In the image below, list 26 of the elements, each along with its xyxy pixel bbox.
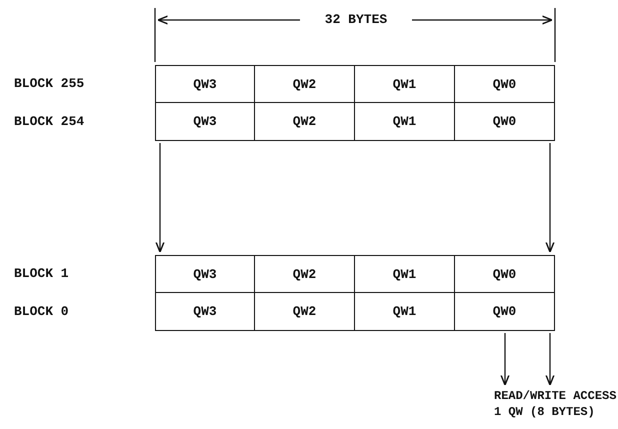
- table-cell: QW0: [455, 103, 555, 141]
- row-label: BLOCK 254: [14, 114, 84, 129]
- arrow: [545, 333, 555, 386]
- arrow: [545, 143, 555, 253]
- row-label: BLOCK 0: [14, 304, 69, 319]
- table-cell: QW1: [355, 65, 455, 103]
- table-cell: QW1: [355, 293, 455, 331]
- table-cell: QW0: [455, 255, 555, 293]
- arrow: [155, 143, 165, 253]
- table-cell: QW3: [155, 103, 255, 141]
- table-cell: QW2: [255, 103, 355, 141]
- table-cell: QW0: [455, 65, 555, 103]
- table-cell: QW2: [255, 255, 355, 293]
- table-cell: QW3: [155, 65, 255, 103]
- dimension-label: 32 BYTES: [324, 12, 388, 27]
- table-cell: QW2: [255, 65, 355, 103]
- table-cell: QW0: [455, 293, 555, 331]
- table-cell: QW1: [355, 255, 455, 293]
- row-label: BLOCK 255: [14, 76, 84, 91]
- table-cell: QW3: [155, 255, 255, 293]
- row-label: BLOCK 1: [14, 266, 69, 281]
- arrow: [500, 333, 510, 386]
- table-cell: QW1: [355, 103, 455, 141]
- table-cell: QW2: [255, 293, 355, 331]
- caption-text: READ/WRITE ACCESS 1 QW (8 BYTES): [494, 388, 618, 420]
- table-cell: QW3: [155, 293, 255, 331]
